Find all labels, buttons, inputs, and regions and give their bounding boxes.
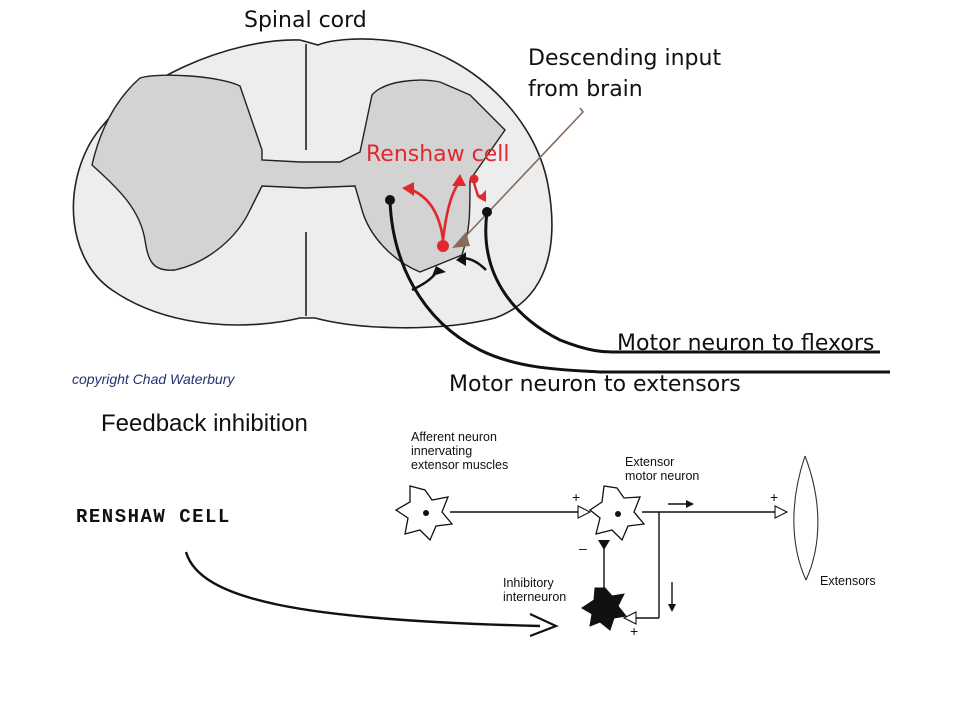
extensor-nucleus [615, 511, 621, 517]
motor-direction-head [686, 500, 694, 508]
flexor-motor-soma [482, 207, 492, 217]
renshaw-axon-left [411, 188, 445, 241]
renshaw-arrow-left [402, 182, 414, 196]
renshaw-terminal [469, 174, 479, 184]
gray-matter [91, 74, 506, 273]
renshaw-pointer-arrow [184, 551, 541, 628]
afferent-label-2: innervating [411, 444, 473, 458]
feedback-inhibition-title: Feedback inhibition [101, 410, 308, 437]
plus-sign-collateral: + [630, 623, 639, 639]
flexor-motor-fiber [484, 211, 613, 354]
plus-sign-muscle: + [770, 489, 779, 505]
extensor-motor-label-1: Extensor [625, 455, 675, 469]
inhibitory-terminal [598, 540, 610, 550]
motor-neuron-flexors-label: Motor neuron to flexors [617, 331, 875, 356]
afferent-label-1: Afferent neuron [411, 430, 497, 444]
descending-input-arrowhead [452, 232, 470, 248]
afferent-nucleus [423, 510, 429, 516]
renshaw-pointer-head [529, 613, 559, 638]
extensor-motor-fiber [388, 199, 601, 374]
plus-sign-afferent: + [572, 489, 581, 505]
muscle-right-edge [804, 455, 819, 581]
inhibitory-label-2: interneuron [503, 590, 567, 604]
descending-input-line [461, 107, 585, 241]
collateral-direction-head [668, 604, 676, 612]
descending-input-label: Descending input [528, 46, 722, 71]
descending-input-label-2: from brain [528, 77, 643, 102]
inhibitory-interneuron [581, 587, 627, 631]
motor-neuron-extensors-label: Motor neuron to extensors [449, 372, 741, 397]
collateral-flexor-arrow [456, 252, 466, 266]
inhibitory-label-1: Inhibitory [503, 576, 554, 590]
collateral-synapse [622, 611, 637, 625]
muscle-synapse [774, 505, 789, 519]
spinal-cord-title: Spinal cord [244, 8, 367, 33]
renshaw-soma [437, 240, 449, 252]
collateral-extensor-arrow [432, 266, 446, 276]
afferent-synapse [577, 505, 592, 519]
afferent-label-3: extensor muscles [411, 458, 509, 472]
renshaw-arrow-right [452, 174, 466, 186]
renshaw-cell-caption: RENSHAW CELL [76, 506, 231, 528]
extensors-label: Extensors [820, 574, 876, 588]
copyright-label: copyright Chad Waterbury [72, 371, 235, 387]
extensor-motor-soma [385, 195, 395, 205]
extensor-motor-label-2: motor neuron [625, 469, 700, 483]
renshaw-inhibit-head [478, 190, 486, 202]
minus-sign-inhibition: – [579, 540, 587, 556]
renshaw-axon-right [441, 183, 460, 241]
muscle-left-edge [793, 455, 807, 581]
renshaw-cell-label: Renshaw cell [366, 142, 510, 167]
